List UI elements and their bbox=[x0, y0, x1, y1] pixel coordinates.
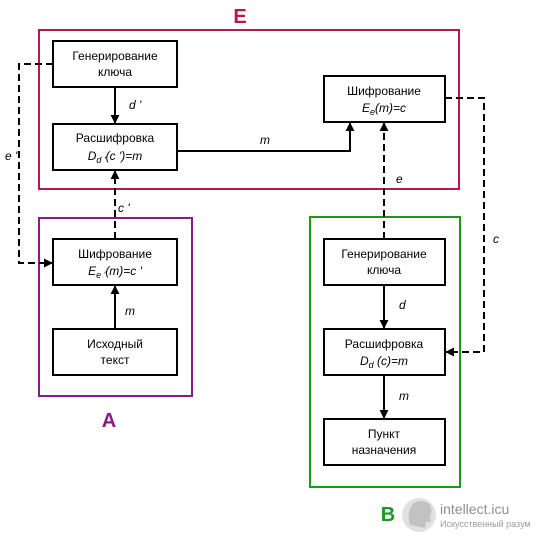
edge-label-m-e: m bbox=[260, 133, 270, 147]
node-a-source: Исходный текст bbox=[52, 328, 178, 376]
svg-text:текст: текст bbox=[101, 353, 130, 367]
edge-label-e-prime: e ' bbox=[5, 149, 18, 163]
watermark-tagline: Искусственный разум bbox=[440, 519, 531, 529]
edge-label-d: d bbox=[399, 298, 406, 312]
region-e-frame bbox=[38, 29, 460, 190]
region-a-frame bbox=[38, 217, 193, 397]
region-e-label: E bbox=[233, 6, 246, 28]
node-e-encrypt: Шифрование Ee(m)=c bbox=[323, 75, 446, 123]
edge-label-d-prime: d ' bbox=[129, 98, 142, 112]
svg-text:ключа: ключа bbox=[98, 65, 132, 79]
watermark-head-icon bbox=[408, 501, 432, 528]
edge-e-decrypt-to-encrypt bbox=[177, 122, 355, 152]
region-b-label: B bbox=[381, 504, 395, 526]
edge-label-e: e bbox=[396, 172, 403, 186]
svg-text:Dd '(c ')=m: Dd '(c ')=m bbox=[88, 149, 143, 165]
svg-text:Исходный: Исходный bbox=[87, 337, 143, 351]
edge-label-c: c bbox=[493, 232, 499, 246]
svg-text:назначения: назначения bbox=[352, 443, 416, 457]
svg-text:Генерирование: Генерирование bbox=[341, 247, 427, 261]
svg-text:Расшифровка: Расшифровка bbox=[345, 337, 424, 351]
node-e-decrypt: Расшифровка Dd '(c ')=m bbox=[52, 123, 178, 171]
region-a-label: A bbox=[102, 410, 116, 432]
svg-text:Шифрование: Шифрование bbox=[347, 84, 421, 98]
node-e-keygen: Генерирование ключа bbox=[52, 40, 178, 88]
svg-text:ключа: ключа bbox=[367, 263, 401, 277]
svg-text:Dd (c)=m: Dd (c)=m bbox=[360, 354, 408, 370]
edge-label-m-a: m bbox=[125, 304, 135, 318]
svg-text:Генерирование: Генерирование bbox=[72, 49, 158, 63]
edge-e-keygen-to-a-encrypt bbox=[18, 63, 53, 268]
edge-label-m-b: m bbox=[399, 389, 409, 403]
svg-text:Пункт: Пункт bbox=[368, 427, 401, 441]
edge-label-c-prime: c ' bbox=[118, 201, 130, 215]
node-b-dest: Пункт назначения bbox=[323, 418, 446, 466]
svg-text:Шифрование: Шифрование bbox=[78, 247, 152, 261]
watermark-site: intellect.icu bbox=[440, 501, 509, 517]
edge-e-encrypt-to-b-decrypt bbox=[445, 97, 485, 357]
svg-text:Ee '(m)=c ': Ee '(m)=c ' bbox=[88, 264, 143, 280]
svg-text:Ee(m)=c: Ee(m)=c bbox=[362, 101, 406, 117]
node-b-decrypt: Расшифровка Dd (c)=m bbox=[323, 328, 446, 376]
node-b-keygen: Генерирование ключа bbox=[323, 238, 446, 286]
svg-text:Расшифровка: Расшифровка bbox=[76, 131, 155, 145]
watermark: intellect.icu Искусственный разум bbox=[402, 498, 531, 532]
node-a-encrypt: Шифрование Ee '(m)=c ' bbox=[52, 238, 178, 286]
